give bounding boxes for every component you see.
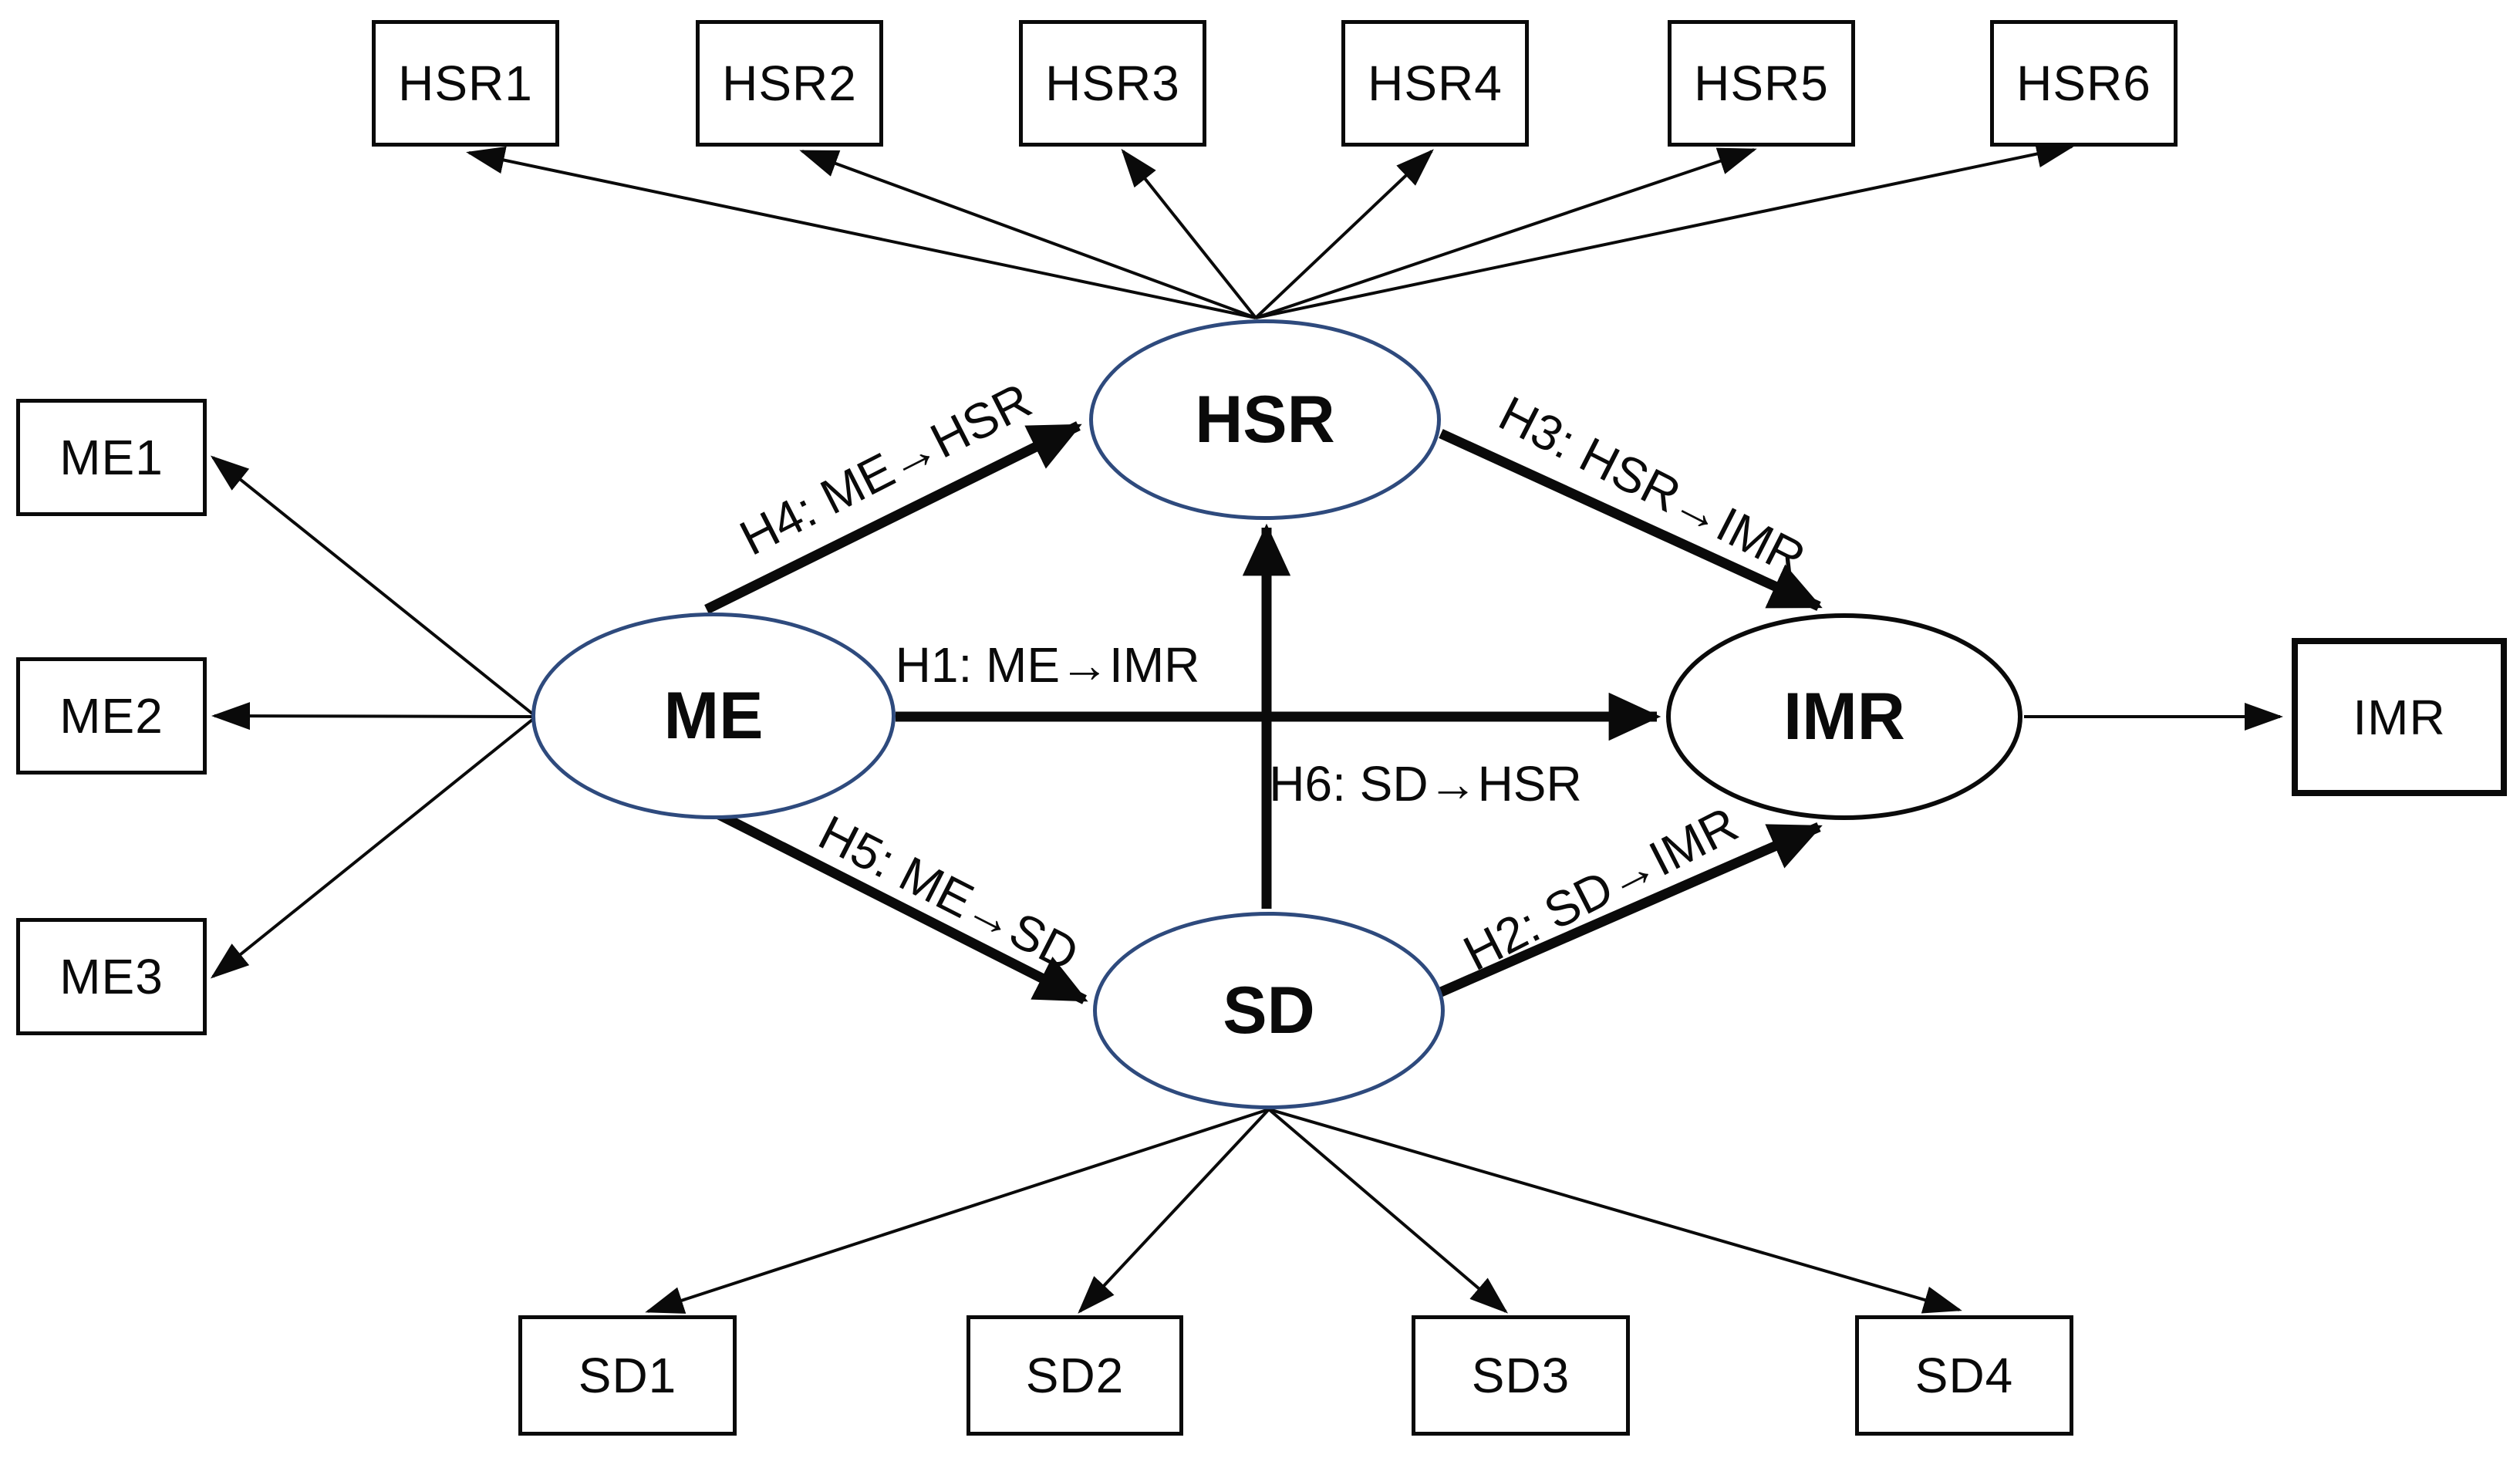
indicator-box-hsr2: HSR2	[696, 20, 883, 147]
arrow-h3-hsr-imr	[1439, 429, 1823, 611]
indicator-box-sd4: SD4	[1855, 1315, 2073, 1436]
arrow-me-to-me1	[210, 455, 538, 718]
arrow-hsr-to-hsr4	[1254, 149, 1434, 319]
arrow-h5-me-sd	[707, 805, 1088, 1004]
latent-ellipse-hsr: HSR	[1089, 319, 1441, 520]
indicator-label-sd2: SD2	[1025, 1348, 1125, 1403]
latent-label-me: ME	[663, 678, 764, 753]
indicator-label-hsr1: HSR1	[398, 56, 533, 111]
indicator-box-me3: ME3	[16, 918, 207, 1035]
indicator-label-sd3: SD3	[1471, 1348, 1570, 1403]
indicator-label-hsr3: HSR3	[1045, 56, 1180, 111]
latent-label-sd: SD	[1223, 973, 1315, 1048]
indicator-label-sd4: SD4	[1914, 1348, 2014, 1403]
arrow-hsr-to-hsr3	[1121, 148, 1257, 319]
arrow-sd-to-sd4	[1268, 1108, 1962, 1314]
indicator-label-me1: ME1	[59, 430, 164, 485]
arrow-sd-to-sd3	[1267, 1108, 1509, 1314]
arrow-hsr-to-hsr1	[466, 146, 1257, 319]
arrow-me-to-me3	[210, 715, 538, 979]
hypothesis-label-h1: H1: ME→IMR	[895, 637, 1200, 693]
indicator-label-imr: IMR	[2353, 689, 2446, 745]
arrow-h4-me-hsr	[704, 421, 1082, 614]
indicator-box-hsr3: HSR3	[1019, 20, 1206, 147]
hypothesis-label-h6: H6: SD→HSR	[1269, 756, 1582, 812]
arrow-h2-sd-imr	[1439, 822, 1823, 997]
indicator-box-hsr1: HSR1	[372, 20, 559, 147]
indicator-box-hsr4: HSR4	[1341, 20, 1529, 147]
arrow-sd-to-sd1	[645, 1108, 1270, 1314]
indicator-box-sd3: SD3	[1412, 1315, 1630, 1436]
indicator-label-sd1: SD1	[578, 1348, 677, 1403]
indicator-label-me3: ME3	[59, 949, 164, 1004]
indicator-box-me2: ME2	[16, 657, 207, 775]
indicator-label-me2: ME2	[59, 688, 164, 744]
indicator-box-me1: ME1	[16, 399, 207, 516]
arrow-me-to-me2	[211, 702, 537, 731]
latent-label-imr: IMR	[1783, 679, 1905, 754]
arrow-hsr-to-hsr5	[1255, 147, 1757, 319]
indicator-box-sd1: SD1	[518, 1315, 737, 1436]
latent-label-hsr: HSR	[1195, 382, 1335, 457]
indicator-label-hsr2: HSR2	[722, 56, 857, 111]
latent-ellipse-imr: IMR	[1666, 613, 2022, 820]
arrow-hsr-to-hsr6	[1255, 140, 2075, 319]
indicator-label-hsr4: HSR4	[1368, 56, 1503, 111]
indicator-label-hsr6: HSR6	[2016, 56, 2151, 111]
latent-ellipse-sd: SD	[1093, 912, 1445, 1109]
indicator-box-hsr5: HSR5	[1668, 20, 1855, 147]
indicator-box-sd2: SD2	[967, 1315, 1183, 1436]
latent-ellipse-me: ME	[531, 613, 896, 819]
indicator-box-hsr6: HSR6	[1990, 20, 2178, 147]
indicator-label-hsr5: HSR5	[1694, 56, 1829, 111]
arrow-hsr-to-hsr2	[799, 150, 1257, 319]
indicator-box-imr: IMR	[2292, 638, 2507, 796]
arrow-sd-to-sd2	[1078, 1108, 1270, 1314]
